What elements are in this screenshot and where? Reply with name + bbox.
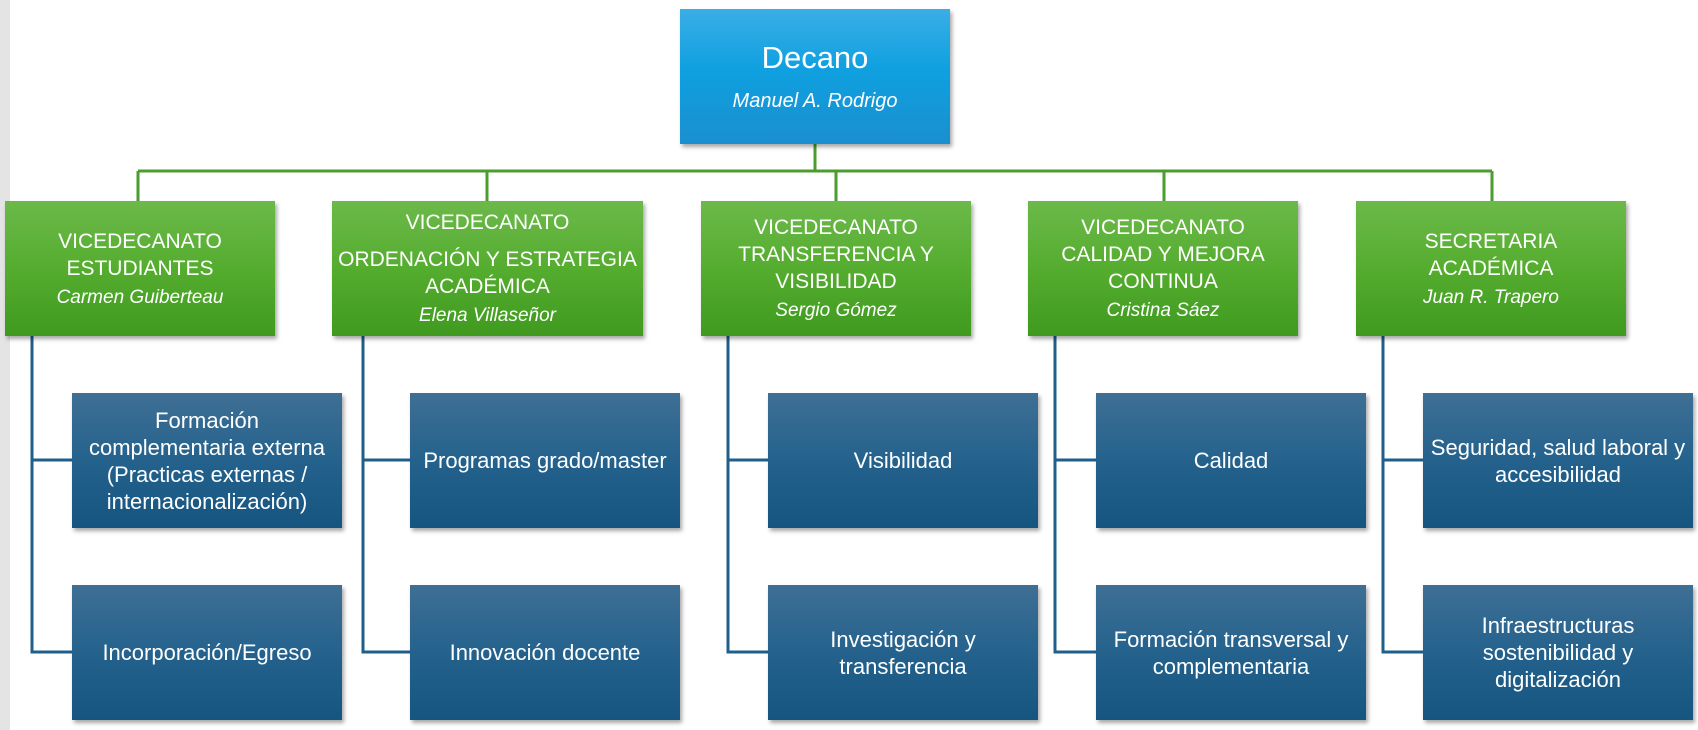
unit-title-line: SECRETARIA [1424, 229, 1558, 253]
unit-title-line: ESTUDIANTES [66, 256, 214, 280]
unit-person: Juan R. Trapero [1423, 286, 1559, 308]
child-box: Innovación docente [410, 585, 680, 720]
child-box: Seguridad, salud laboral y accesibilidad [1423, 393, 1693, 528]
unit-title-line: ACADÉMICA [1428, 256, 1554, 280]
child-box: Infraestructuras sostenibilidad y digita… [1423, 585, 1693, 720]
unit-title: VICEDECANATO CALIDAD Y MEJORA CONTINUA [1030, 214, 1296, 295]
unit-title: VICEDECANATO ORDENACIÓN Y ESTRATEGIA ACA… [334, 209, 641, 300]
child-box: Visibilidad [768, 393, 1038, 528]
unit-person: Elena Villaseñor [419, 305, 556, 326]
child-box: Programas grado/master [410, 393, 680, 528]
unit-title-line: VICEDECANATO [58, 229, 222, 253]
unit-box-estudiantes: VICEDECANATO ESTUDIANTES Carmen Guiberte… [5, 201, 275, 336]
unit-title: VICEDECANATO ESTUDIANTES [58, 228, 222, 282]
child-box: Incorporación/Egreso [72, 585, 342, 720]
child-box: Investigación y transferencia [768, 585, 1038, 720]
children-trunk [1381, 336, 1423, 654]
unit-box-ordenacion: VICEDECANATO ORDENACIÓN Y ESTRATEGIA ACA… [332, 201, 643, 336]
dean-box: Decano Manuel A. Rodrigo [680, 9, 950, 144]
unit-box-transferencia: VICEDECANATO TRANSFERENCIA Y VISIBILIDAD… [701, 201, 971, 336]
unit-box-secretaria: SECRETARIA ACADÉMICA Juan R. Trapero [1356, 201, 1626, 336]
unit-title: SECRETARIA ACADÉMICA [1425, 228, 1558, 282]
children-trunk [1053, 336, 1096, 654]
unit-box-calidad: VICEDECANATO CALIDAD Y MEJORA CONTINUA C… [1028, 201, 1298, 336]
unit-title-line: VICEDECANATO [405, 211, 570, 234]
unit-title-line: TRANSFERENCIA Y VISIBILIDAD [738, 243, 934, 293]
children-trunk [30, 336, 72, 654]
unit-person: Carmen Guiberteau [56, 286, 224, 308]
unit-person: Cristina Sáez [1106, 300, 1220, 321]
dean-person: Manuel A. Rodrigo [732, 90, 898, 112]
left-edge-strip [0, 0, 10, 730]
unit-title: VICEDECANATO TRANSFERENCIA Y VISIBILIDAD [703, 214, 969, 295]
children-trunk [361, 336, 410, 654]
child-box: Formación complementaria externa (Practi… [72, 393, 342, 528]
unit-title-line: VICEDECANATO [754, 216, 918, 239]
children-trunk [726, 336, 768, 654]
dean-title: Decano [761, 40, 869, 75]
unit-person: Sergio Gómez [775, 300, 897, 321]
child-box: Formación transversal y complementaria [1096, 585, 1366, 720]
unit-title-line: CALIDAD Y MEJORA CONTINUA [1061, 243, 1265, 293]
unit-title-line: VICEDECANATO [1081, 216, 1245, 239]
unit-title-line: ORDENACIÓN Y ESTRATEGIA ACADÉMICA [338, 248, 637, 298]
child-box: Calidad [1096, 393, 1366, 528]
